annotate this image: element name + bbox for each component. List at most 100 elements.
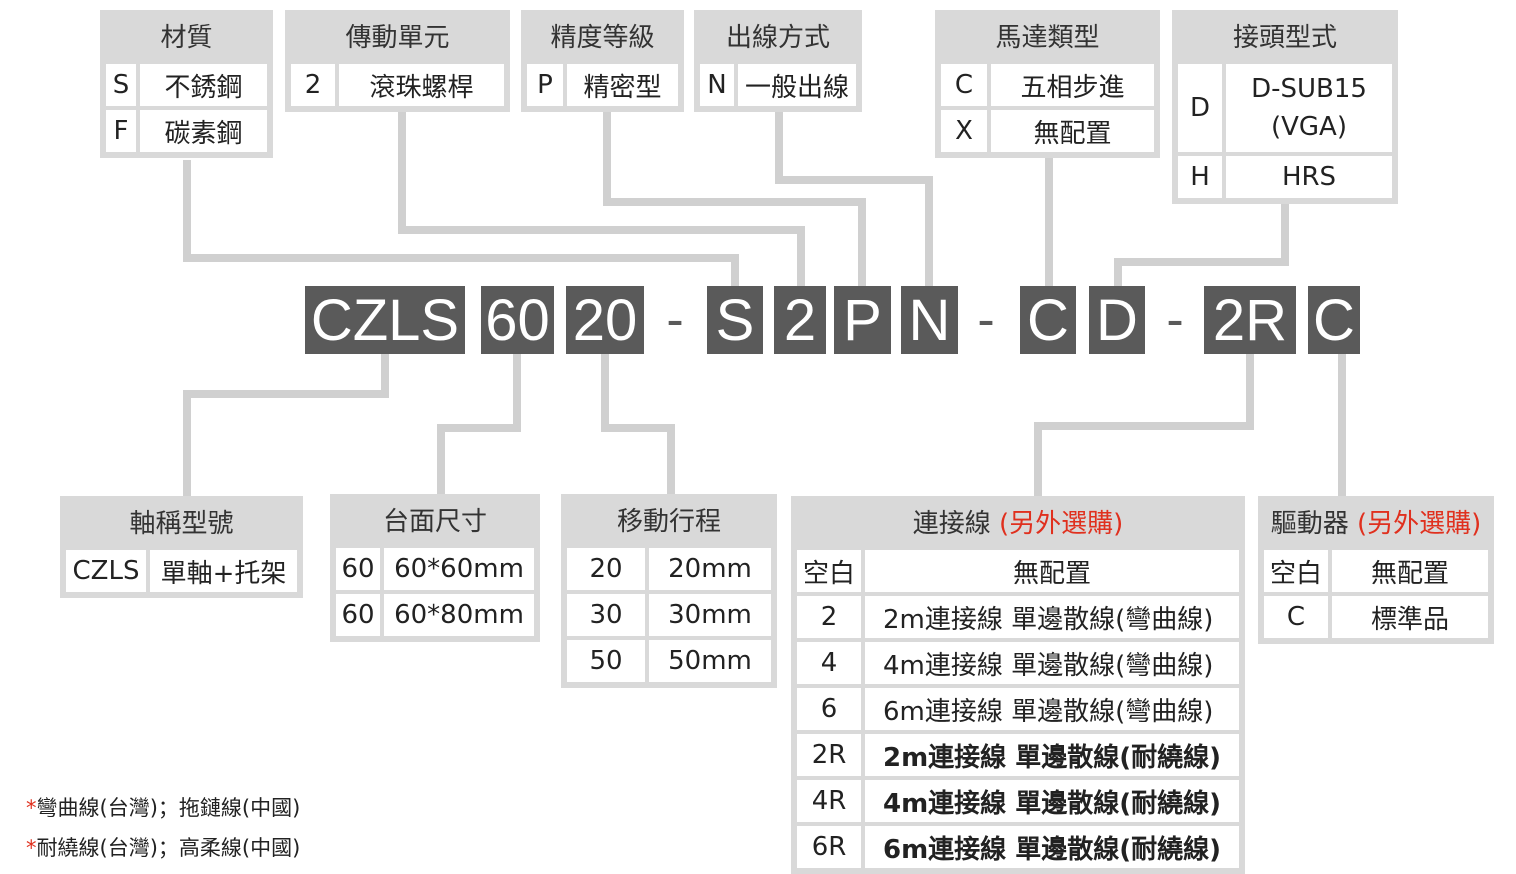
cable-box: 連接線 (另外選購) 空白 無配置 2 2m連接線 單邊散線(彎曲線) 4 4m…	[791, 496, 1245, 874]
connector-box: 接頭型式 D D-SUB15 (VGA) H HRS	[1172, 10, 1398, 204]
code-driver: C	[1308, 286, 1360, 354]
precision-desc: 精密型	[567, 64, 678, 106]
note-text: 彎曲線(台灣)；拖鏈線(中國)	[36, 796, 301, 820]
note-bend-cable: *彎曲線(台灣)；拖鏈線(中國)	[26, 792, 300, 822]
motor-desc: 五相步進	[991, 64, 1154, 106]
motor-box: 馬達類型 C 五相步進 X 無配置	[935, 10, 1160, 158]
driver-title-extra: (另外選購)	[1356, 509, 1482, 539]
connector-desc: HRS	[1226, 156, 1392, 198]
table-size-row: 60 60*60mm	[336, 548, 534, 590]
travel-desc: 50mm	[649, 640, 771, 682]
cable-title-text: 連接線	[912, 509, 991, 539]
code-connector: D	[1089, 286, 1145, 354]
driver-row: 空白 無配置	[1264, 550, 1488, 592]
axis-row: CZLS 單軸+托架	[66, 550, 297, 592]
material-box: 材質 S 不銹鋼 F 碳素鋼	[100, 10, 273, 158]
cable-row: 6 6m連接線 單邊散線(彎曲線)	[797, 688, 1239, 730]
travel-title: 移動行程	[616, 507, 721, 537]
cable-code: 2R	[797, 734, 861, 776]
code-drive: 2	[774, 286, 826, 354]
cable-desc: 6m連接線 單邊散線(耐繞線)	[865, 826, 1239, 868]
code-dash: -	[977, 291, 995, 349]
material-row: S 不銹鋼	[106, 64, 267, 106]
cable-desc: 4m連接線 單邊散線(彎曲線)	[865, 642, 1239, 684]
material-code: S	[106, 64, 136, 106]
cable-row: 空白 無配置	[797, 550, 1239, 592]
axis-title: 軸稱型號	[129, 509, 234, 539]
code-motor: C	[1020, 286, 1076, 354]
table-size-code: 60	[336, 594, 380, 636]
driver-title-text: 驅動器	[1270, 509, 1349, 539]
code-dash: -	[666, 291, 684, 349]
connector-desc-line1: D-SUB15	[1251, 74, 1367, 104]
travel-desc: 20mm	[649, 548, 771, 590]
driver-box: 驅動器 (另外選購) 空白 無配置 C 標準品	[1258, 496, 1494, 644]
cable-code: 2	[797, 596, 861, 638]
note-star: *	[26, 796, 37, 820]
travel-desc: 30mm	[649, 594, 771, 636]
code-precision: P	[834, 286, 891, 354]
cable-row: 2R 2m連接線 單邊散線(耐繞線)	[797, 734, 1239, 776]
connector-code: D	[1178, 64, 1222, 152]
material-desc: 碳素鋼	[140, 110, 267, 152]
connector-desc-line2: (VGA)	[1270, 112, 1347, 142]
code-cable: 2R	[1204, 286, 1296, 354]
travel-code: 20	[567, 548, 645, 590]
travel-code: 50	[567, 640, 645, 682]
travel-code: 30	[567, 594, 645, 636]
table-size-box: 台面尺寸 60 60*60mm 60 60*80mm	[330, 494, 540, 642]
cable-code: 空白	[797, 550, 861, 592]
motor-code: C	[941, 64, 987, 106]
cable-desc: 2m連接線 單邊散線(耐繞線)	[865, 734, 1239, 776]
motor-title: 馬達類型	[995, 23, 1100, 53]
driver-row: C 標準品	[1264, 596, 1488, 638]
drive-unit-desc: 滾珠螺桿	[339, 64, 504, 106]
axis-box: 軸稱型號 CZLS 單軸+托架	[60, 496, 303, 598]
motor-desc: 無配置	[991, 110, 1154, 152]
table-size-title: 台面尺寸	[382, 507, 487, 537]
connector-row: D D-SUB15 (VGA)	[1178, 64, 1392, 152]
axis-desc: 單軸+托架	[150, 550, 297, 592]
cable-code: 6	[797, 688, 861, 730]
wiring-code: N	[700, 64, 734, 106]
drive-unit-code: 2	[291, 64, 335, 106]
table-size-row: 60 60*80mm	[336, 594, 534, 636]
driver-desc: 無配置	[1332, 550, 1488, 592]
cable-desc: 無配置	[865, 550, 1239, 592]
drive-unit-title: 傳動單元	[345, 23, 450, 53]
driver-desc: 標準品	[1332, 596, 1488, 638]
cable-row: 6R 6m連接線 單邊散線(耐繞線)	[797, 826, 1239, 868]
connector-row: H HRS	[1178, 156, 1392, 198]
drive-unit-box: 傳動單元 2 滾珠螺桿	[285, 10, 510, 112]
travel-row: 30 30mm	[567, 594, 771, 636]
material-row: F 碳素鋼	[106, 110, 267, 152]
travel-box: 移動行程 20 20mm 30 30mm 50 50mm	[561, 494, 777, 688]
precision-title: 精度等級	[550, 23, 655, 53]
table-size-desc: 60*80mm	[384, 594, 534, 636]
note-star: *	[26, 836, 37, 860]
motor-code: X	[941, 110, 987, 152]
motor-row: X 無配置	[941, 110, 1154, 152]
cable-row: 2 2m連接線 單邊散線(彎曲線)	[797, 596, 1239, 638]
line-precision	[603, 112, 866, 286]
line-drive	[398, 112, 805, 286]
cable-code: 4R	[797, 780, 861, 822]
wiring-desc: 一般出線	[738, 64, 856, 106]
line-stroke	[601, 354, 675, 496]
table-size-code: 60	[336, 548, 380, 590]
line-size	[437, 354, 521, 496]
material-desc: 不銹鋼	[140, 64, 267, 106]
drive-unit-row: 2 滾珠螺桿	[291, 64, 504, 106]
code-size: 60	[481, 286, 554, 354]
table-size-desc: 60*60mm	[384, 548, 534, 590]
cable-code: 4	[797, 642, 861, 684]
wiring-row: N 一般出線	[700, 64, 856, 106]
axis-code: CZLS	[66, 550, 146, 592]
precision-row: P 精密型	[527, 64, 678, 106]
cable-row: 4 4m連接線 單邊散線(彎曲線)	[797, 642, 1239, 684]
travel-row: 50 50mm	[567, 640, 771, 682]
code-wiring: N	[901, 286, 958, 354]
driver-title: 驅動器 (另外選購)	[1264, 502, 1488, 546]
code-dash: -	[1166, 291, 1184, 349]
